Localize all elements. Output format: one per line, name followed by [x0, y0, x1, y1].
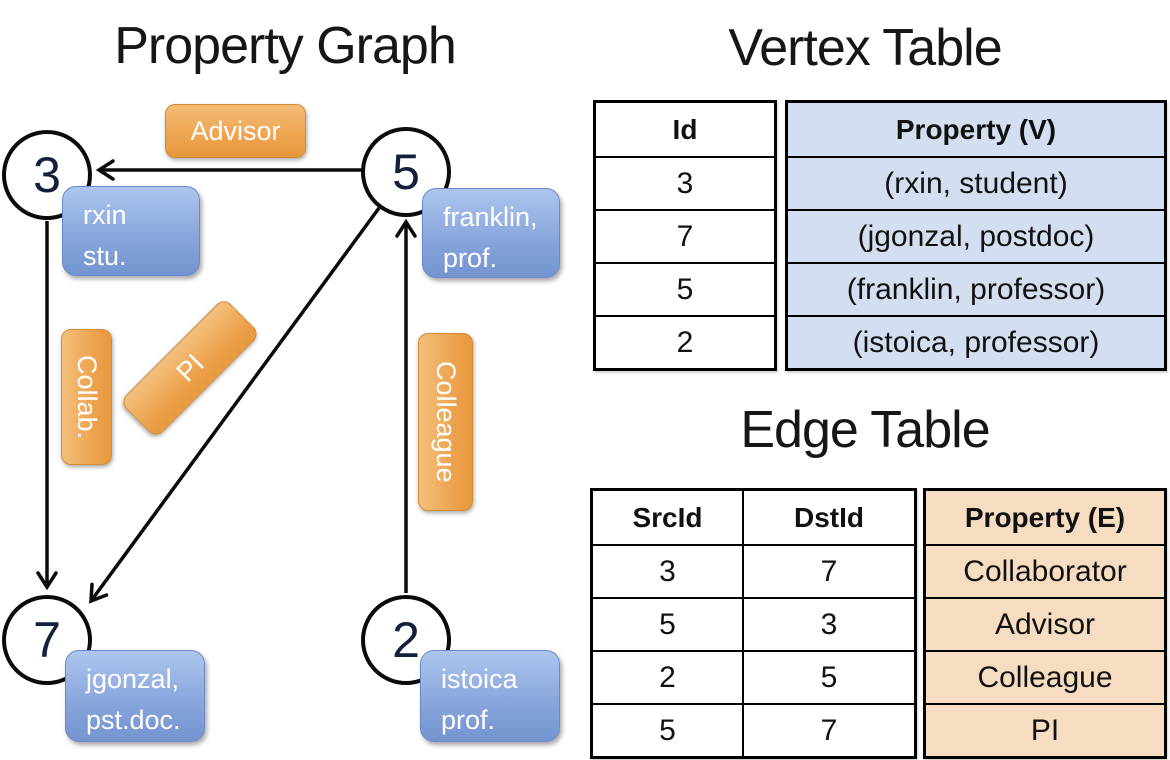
- edge-table-cell: 3: [593, 544, 742, 597]
- vertex-property-line: franklin,: [443, 202, 538, 232]
- vertex-table-cell: 5: [596, 262, 774, 315]
- vertex-table-id-column: Id 3 7 5 2: [593, 100, 777, 371]
- vertex-table-cell: 2: [596, 315, 774, 368]
- vertex-circle-2: 2: [361, 595, 451, 685]
- property-graph-diagram: Property Graph 3 5 7 2 rxin stu. frankli…: [0, 0, 580, 760]
- edge-label-text: Advisor: [190, 115, 281, 146]
- edge-table-title: Edge Table: [740, 401, 990, 459]
- edge-table-cell: 5: [742, 650, 914, 703]
- edge-table-header-dstid: DstId: [742, 491, 914, 544]
- vertex-table-cell: (istoica, professor): [788, 315, 1164, 368]
- edge-label-collab: Collab.: [61, 329, 112, 465]
- vertex-property-line: istoica: [441, 664, 518, 694]
- edge-table-header-property: Property (E): [926, 491, 1164, 544]
- vertex-circle-5: 5: [361, 127, 451, 217]
- vertex-table-header-id: Id: [672, 114, 698, 145]
- edge-table-id-columns: SrcId DstId 3 7 5 3 2 5 5 7: [590, 488, 917, 759]
- vertex-table-cell: (jgonzal, postdoc): [788, 209, 1164, 262]
- vertex-property-label-2: istoica prof.: [420, 650, 560, 742]
- vertex-table-header-property: Property (V): [788, 103, 1164, 156]
- edge-table-cell: 5: [593, 597, 742, 650]
- vertex-table-title: Vertex Table: [728, 19, 1002, 77]
- edge-5-to-7: [89, 206, 381, 604]
- edge-table-cell: 5: [593, 703, 742, 756]
- vertex-table-cell: (rxin, student): [788, 156, 1164, 209]
- vertex-property-line: pst.doc.: [86, 705, 181, 736]
- vertex-property-label-5: franklin, prof.: [422, 188, 560, 278]
- edge-label-text: PI: [170, 348, 210, 388]
- vertex-property-line: rxin: [83, 200, 127, 230]
- edge-table-cell: 3: [742, 597, 914, 650]
- vertex-table-cell: 7: [596, 209, 774, 262]
- vertex-table-cell: (franklin, professor): [788, 262, 1164, 315]
- vertex-property-line: prof.: [441, 705, 496, 736]
- vertex-property-label-3: rxin stu.: [62, 186, 200, 276]
- vertex-property-line: jgonzal,: [86, 664, 180, 694]
- vertex-table-cell: 3: [596, 156, 774, 209]
- edge-table-cell: 2: [593, 650, 742, 703]
- edge-table-cell: PI: [926, 703, 1164, 756]
- edge-table-property-column: Property (E) Collaborator Advisor Collea…: [923, 488, 1167, 759]
- edge-table-cell: Collaborator: [926, 544, 1164, 597]
- edge-label-text: Colleague: [431, 361, 461, 483]
- edge-label-advisor: Advisor: [165, 104, 306, 158]
- vertex-property-line: prof.: [443, 243, 498, 274]
- vertex-table-property-column: Property (V) (rxin, student) (jgonzal, p…: [785, 100, 1167, 371]
- property-graph-title: Property Graph: [114, 17, 457, 75]
- edge-label-colleague: Colleague: [418, 333, 473, 511]
- edge-table-cell: Advisor: [926, 597, 1164, 650]
- vertex-property-label-7: jgonzal, pst.doc.: [65, 650, 205, 742]
- edge-label-text: Collab.: [72, 354, 102, 440]
- edge-table-cell: 7: [742, 544, 914, 597]
- edge-table-cell: 7: [742, 703, 914, 756]
- edge-table-header-srcid: SrcId: [632, 502, 703, 533]
- edge-table-cell: Colleague: [926, 650, 1164, 703]
- vertex-property-line: stu.: [83, 241, 127, 272]
- graph-edges: [36, 159, 417, 604]
